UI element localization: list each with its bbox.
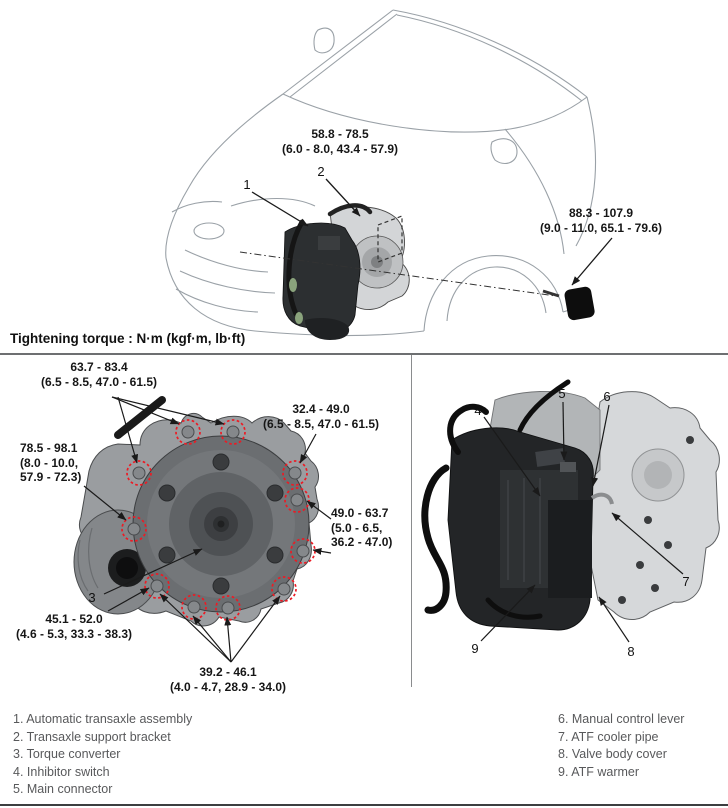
torque-callout-roll-rod: 88.3 - 107.9 (9.0 - 11.0, 65.1 - 79.6) (539, 206, 663, 235)
legend-item-3: 3. Torque converter (13, 747, 121, 761)
part-label-5: 5 (558, 386, 566, 401)
engine-bay-assembly-illustration (282, 203, 410, 340)
torque-callout-support-bracket: 58.8 - 78.5 (6.0 - 8.0, 43.4 - 57.9) (281, 127, 399, 156)
part-label-7: 7 (682, 574, 690, 589)
legend-column-right: 6. Manual control lever 7. ATF cooler pi… (558, 711, 684, 781)
car-outline-illustration (165, 9, 597, 337)
torque-callout-case-right: 32.4 - 49.0 (6.5 - 8.5, 47.0 - 61.5) (262, 402, 380, 431)
part-label-8: 8 (627, 644, 635, 659)
top-view-leaders (251, 178, 613, 286)
legend-item-7: 7. ATF cooler pipe (558, 729, 659, 744)
part-label-3: 3 (88, 590, 96, 605)
legend-item-4: 4. Inhibitor switch (13, 764, 110, 779)
part-label-6: 6 (603, 389, 611, 404)
part-label-1: 1 (243, 177, 251, 192)
transaxle-converter-illustration (73, 396, 320, 627)
page-bottom-rule (0, 804, 728, 806)
locator-dashed-box (239, 215, 595, 321)
torque-callout-case-upper: 63.7 - 83.4 (6.5 - 8.5, 47.0 - 61.5) (40, 360, 158, 389)
part-label-2: 2 (317, 164, 325, 179)
roll-rod-bolt-part (564, 286, 595, 321)
panel-divider (411, 355, 412, 687)
legend-item-2: 2. Transaxle support bracket (13, 729, 171, 744)
tightening-torque-heading: Tightening torque : N·m (kgf·m, lb·ft) (10, 331, 246, 346)
torque-callout-case-lower-right: 49.0 - 63.7 (5.0 - 6.5, 36.2 - 47.0) (331, 506, 393, 549)
legend-item-8: 8. Valve body cover (558, 747, 667, 761)
legend-item-9: 9. ATF warmer (558, 764, 640, 779)
torque-callout-case-left: 78.5 - 98.1 (8.0 - 10.0, 57.9 - 72.3) (20, 441, 82, 484)
legend-item-6: 6. Manual control lever (558, 712, 685, 726)
part-label-9: 9 (471, 641, 479, 656)
left-panel-leaders (83, 396, 332, 663)
legend-item-5: 5. Main connector (13, 782, 113, 796)
legend-column-left: 1. Automatic transaxle assembly 2. Trans… (13, 711, 192, 799)
section-divider (0, 353, 728, 355)
part-label-4: 4 (474, 403, 482, 418)
torque-callout-case-lower-left: 45.1 - 52.0 (4.6 - 5.3, 33.3 - 38.3) (15, 612, 133, 641)
transaxle-control-side-illustration (421, 379, 720, 631)
legend-item-1: 1. Automatic transaxle assembly (13, 712, 193, 726)
torque-callout-case-bottom: 39.2 - 46.1 (4.0 - 4.7, 28.9 - 34.0) (169, 665, 287, 694)
right-panel-leaders (480, 401, 684, 643)
